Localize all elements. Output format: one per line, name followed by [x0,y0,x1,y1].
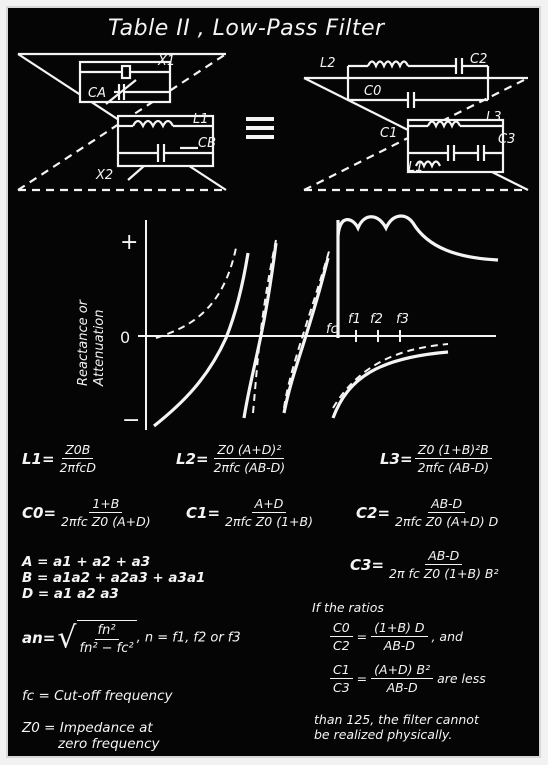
label-l1-left: L1 [193,112,209,127]
frequency-ticks [355,330,401,342]
formula-c3-den: 2π fc Z0 (1+B) B² [389,566,499,581]
formula-l1-lhs: L1= [22,449,55,468]
formula-c3-lhs: C3= [350,555,385,574]
formula-l3-num: Z0 (1+B)²B [414,442,492,459]
reactance-graph [138,214,499,430]
label-c2: C2 [470,52,488,67]
label-x1: X1 [158,54,176,69]
label-c3-circuit: C3 [498,132,516,147]
formula-an-tail: , n = f1, f2 or f3 [136,630,241,646]
formula-l1-num: Z0B [62,442,94,459]
formula-c0-den: 2πfc Z0 (A+D) [61,514,151,529]
graph-zero-label: 0 [120,328,131,347]
chalkboard-table: Table II , Low-Pass Filter [6,6,541,758]
note-r2-lhs-num: C1 [330,662,353,679]
formula-l2-lhs: L2= [176,449,209,468]
attenuation-curve [336,214,499,262]
note-r1-lhs-den: C2 [333,638,350,653]
label-ca: CA [88,86,106,101]
formula-c1-lhs: C1= [186,503,221,522]
definition-z0: Z0 = Impedance at [22,720,153,736]
formula-l1-den: 2πfcD [59,460,96,475]
note-end-1: than 125, the filter cannot [314,712,479,727]
formula-l2-num: Z0 (A+D)² [214,442,285,459]
dashed-branch-3 [283,247,331,409]
formula-an-lhs: an= [22,629,56,647]
graph-plus-label: + [120,230,139,255]
formula-c2-num: AB-D [428,496,466,513]
graph-ylabel-2: Attenuation [92,309,107,386]
definition-z0-cont: zero frequency [58,736,160,752]
formula-c1-den: 2πfc Z0 (1+B) [225,514,313,529]
definition-d: D = a1 a2 a3 [22,586,119,602]
graph-f3-label: f3 [396,312,409,327]
label-c1-circuit: C1 [380,126,398,141]
dashed-branch-4 [332,343,449,409]
formula-l2-den: 2πfc (AB-D) [213,460,286,475]
definition-fc: fc = Cut-off frequency [22,688,173,704]
note-end-2: be realized physically. [314,727,453,742]
solid-branch-1 [153,252,250,428]
graph-ylabel-1: Reactance or [76,299,91,386]
note-r1-lhs-num: C0 [330,620,353,637]
dashed-branch-1 [155,247,237,339]
formula-c1-num: A+D [251,496,287,513]
left-lattice-circuit [17,52,227,192]
table-title: Table II , Low-Pass Filter [108,16,385,41]
formula-an-den: fn² − fc² [79,641,134,656]
solid-branch-4 [331,350,449,419]
label-x2: X2 [96,168,114,183]
label-c0: C0 [364,84,382,99]
formula-l3-lhs: L3= [380,449,413,468]
label-l1-right: L1 [408,160,424,175]
note-r2-num: (A+D) B² [371,662,434,679]
formula-l3-den: 2πfc (AB-D) [417,460,490,475]
note-r1-tail: , and [431,629,463,644]
label-l3: L3 [486,110,502,125]
solid-branch-3 [282,257,330,414]
definitions-abd: A = a1 + a2 + a3 B = a1a2 + a2a3 + a3a1 … [22,554,205,602]
label-cb: CB [198,136,216,151]
graph-f2-label: f2 [370,312,383,327]
note-r2-den: AB-D [386,680,418,695]
formula-c0-num: 1+B [89,496,123,513]
formula-c2-den: 2πfc Z0 (A+D) D [395,514,499,529]
graph-f1-label: f1 [348,312,361,327]
graph-minus-label: − [122,408,141,433]
sqrt-icon: √ [57,620,77,656]
formula-c0-lhs: C0= [22,503,57,522]
right-lattice-circuit [303,58,529,192]
graph-fc-label: fc [326,322,338,337]
note-conclusion: than 125, the filter cannot be realized … [314,712,479,742]
note-r1-den: AB-D [383,638,415,653]
note-r2-tail: are less [437,671,486,686]
formula-c2-lhs: C2= [356,503,391,522]
formula-c3-num: AB-D [425,548,463,565]
definition-a: A = a1 + a2 + a3 [22,554,151,570]
definition-b: B = a1a2 + a2a3 + a3a1 [22,570,206,586]
note-r1-num: (1+B) D [371,620,428,637]
formula-an-num: fn² [94,623,119,640]
note-intro: If the ratios [312,600,384,615]
equivalence-bars [246,117,274,139]
label-l2: L2 [320,56,336,71]
note-r2-lhs-den: C3 [333,680,350,695]
solid-branch-2 [242,242,278,419]
circuit-drawings [17,52,529,192]
